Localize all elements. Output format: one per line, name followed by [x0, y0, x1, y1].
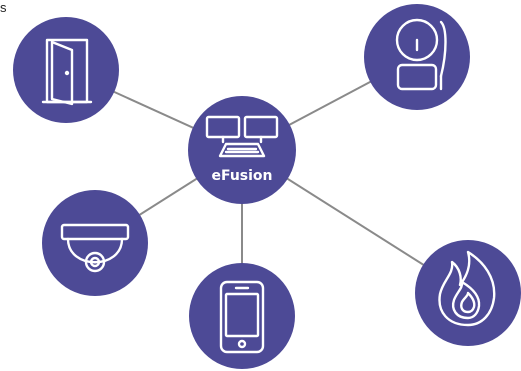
dome-camera-icon	[60, 223, 130, 273]
door-node	[13, 17, 119, 123]
efusion-hub: eFusion	[188, 96, 296, 204]
door-icon	[41, 38, 93, 106]
hub-label: eFusion	[211, 168, 272, 184]
smartphone-icon	[219, 280, 265, 354]
computer-monitors-icon	[205, 115, 279, 158]
bell-node	[364, 4, 470, 110]
bell-alarm-icon	[395, 18, 447, 91]
corner-text: s	[0, 0, 7, 15]
fire-node	[415, 240, 521, 346]
fire-icon	[438, 250, 496, 327]
phone-node	[189, 263, 295, 369]
camera-node	[42, 190, 148, 296]
